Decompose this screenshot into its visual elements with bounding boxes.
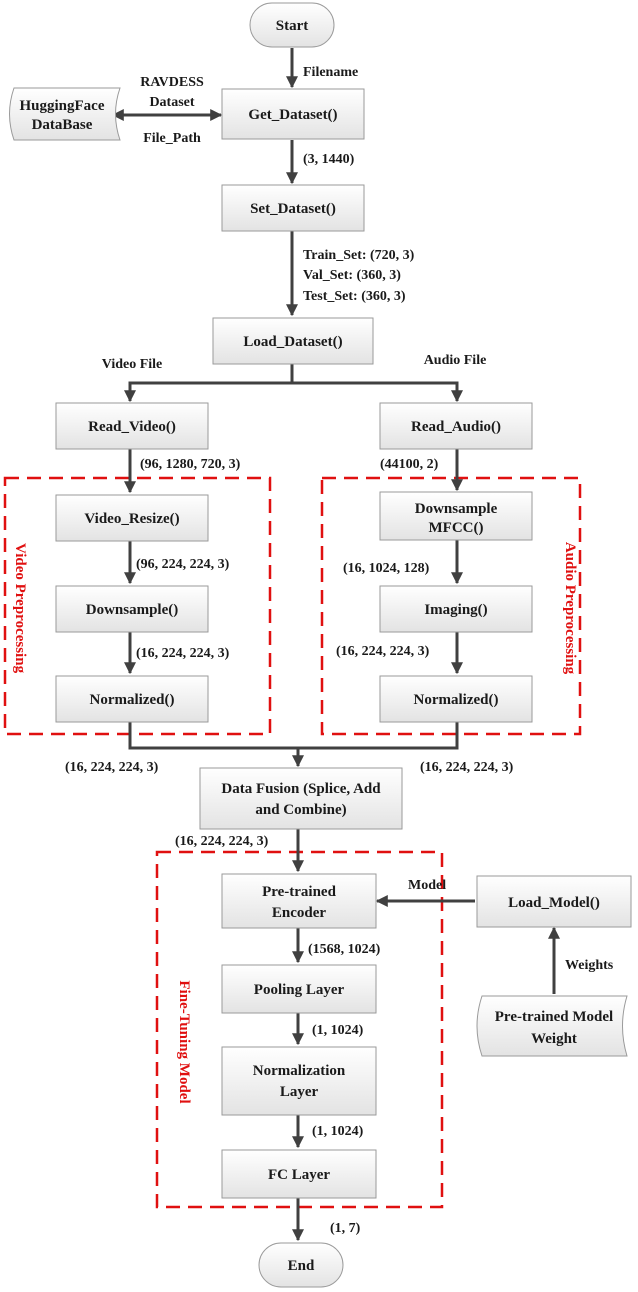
audio-preprocessing-frame (320, 476, 582, 736)
video-normalized-node (55, 675, 209, 723)
audio-mfcc-shape-label: (16, 1024, 128) (343, 561, 430, 576)
read-video-node (55, 402, 209, 450)
video-file-label: Video File (102, 357, 163, 372)
file-path-label: File_Path (143, 131, 201, 146)
audio-preprocessing-label: Audio Preprocessing (562, 542, 578, 675)
read-audio-label: Read_Audio() (411, 419, 501, 435)
load-model-node (476, 875, 632, 928)
get-dataset-label: Get_Dataset() (248, 107, 337, 123)
audio-norm-out-label: (16, 224, 224, 3) (420, 760, 514, 775)
read-video-label: Read_Video() (88, 419, 176, 435)
ravdess-label-2: Dataset (149, 95, 194, 110)
audio-normalized-label: Normalized() (414, 692, 499, 708)
encoder-node (221, 873, 377, 929)
video-downsample-node (55, 585, 209, 633)
huggingface-label-1: HuggingFace (20, 98, 105, 114)
fc-layer-node (221, 1149, 377, 1199)
set-dataset-node (221, 184, 365, 232)
load-dataset-label: Load_Dataset() (243, 334, 342, 350)
start-node (249, 2, 335, 48)
ravdess-label-1: RAVDESS (140, 75, 204, 90)
audio-downsample-label-1: Downsample (415, 501, 498, 517)
video-resize-node (55, 494, 209, 542)
video-resize-label: Video_Resize() (84, 511, 179, 527)
encoder-label-2: Encoder (272, 905, 327, 921)
model-weight-label-1: Pre-trained Model (495, 1009, 613, 1025)
video-preprocessing-frame (3, 476, 272, 736)
fc-out-label: (1, 7) (330, 1221, 361, 1236)
video-resized-shape-label: (96, 224, 224, 3) (136, 557, 230, 572)
data-fusion-label-1: Data Fusion (Splice, Add (221, 781, 381, 797)
load-model-label: Load_Model() (508, 895, 600, 911)
encoder-label-1: Pre-trained (262, 884, 337, 900)
model-label: Model (408, 878, 446, 893)
fc-layer-label: FC Layer (268, 1167, 330, 1183)
get-dataset-node (221, 88, 365, 140)
video-norm-out-label: (16, 224, 224, 3) (65, 760, 159, 775)
load-dataset-node (212, 317, 374, 365)
encoder-out-label: (1568, 1024) (308, 942, 381, 957)
pooling-layer-label: Pooling Layer (254, 982, 345, 998)
audio-img-shape-label: (16, 224, 224, 3) (336, 644, 430, 659)
audio-downsample-mfcc-node (379, 491, 533, 541)
end-label: End (288, 1258, 315, 1274)
video-raw-shape-label: (96, 1280, 720, 3) (140, 457, 241, 472)
video-preprocessing-label: Video Preprocessing (12, 543, 28, 674)
audio-imaging-label: Imaging() (424, 602, 487, 618)
model-weight-node (476, 995, 628, 1057)
edge-audio-merge (298, 722, 459, 750)
end-node (258, 1242, 344, 1288)
start-label: Start (276, 18, 309, 34)
normalization-layer-label-1: Normalization (253, 1063, 346, 1079)
audio-normalized-node (379, 675, 533, 723)
edge-split-audio (292, 381, 463, 403)
fine-tuning-label: Fine-Tuning Model (176, 980, 192, 1103)
edge-video-merge (128, 722, 298, 750)
weights-label: Weights (565, 958, 614, 973)
video-normalized-label: Normalized() (90, 692, 175, 708)
fusion-out-label: (16, 224, 224, 3) (175, 834, 269, 849)
normalization-layer-node (221, 1046, 377, 1116)
data-fusion-label-2: and Combine) (255, 802, 346, 818)
test-set-label: Test_Set: (360, 3) (303, 289, 406, 304)
huggingface-database-node (9, 87, 121, 141)
normalization-layer-label-2: Layer (280, 1084, 319, 1100)
read-audio-node (379, 402, 533, 450)
set-dataset-label: Set_Dataset() (250, 201, 336, 217)
data-fusion-node (199, 767, 403, 830)
shape-1440-label: (3, 1440) (303, 152, 355, 167)
audio-downsample-label-2: MFCC() (429, 520, 484, 536)
norm-out-label: (1, 1024) (312, 1124, 364, 1139)
filename-label: Filename (303, 65, 358, 80)
audio-file-label: Audio File (424, 353, 487, 368)
huggingface-label-2: DataBase (32, 117, 93, 133)
pooling-out-label: (1, 1024) (312, 1023, 364, 1038)
train-set-label: Train_Set: (720, 3) (303, 248, 415, 263)
val-set-label: Val_Set: (360, 3) (303, 268, 401, 283)
video-downsample-label: Downsample() (86, 602, 179, 618)
edge-split-video (124, 381, 292, 403)
video-down-shape-label: (16, 224, 224, 3) (136, 646, 230, 661)
audio-raw-shape-label: (44100, 2) (380, 457, 439, 472)
audio-imaging-node (379, 585, 533, 633)
model-weight-label-2: Weight (531, 1031, 577, 1047)
pooling-layer-node (221, 964, 377, 1014)
